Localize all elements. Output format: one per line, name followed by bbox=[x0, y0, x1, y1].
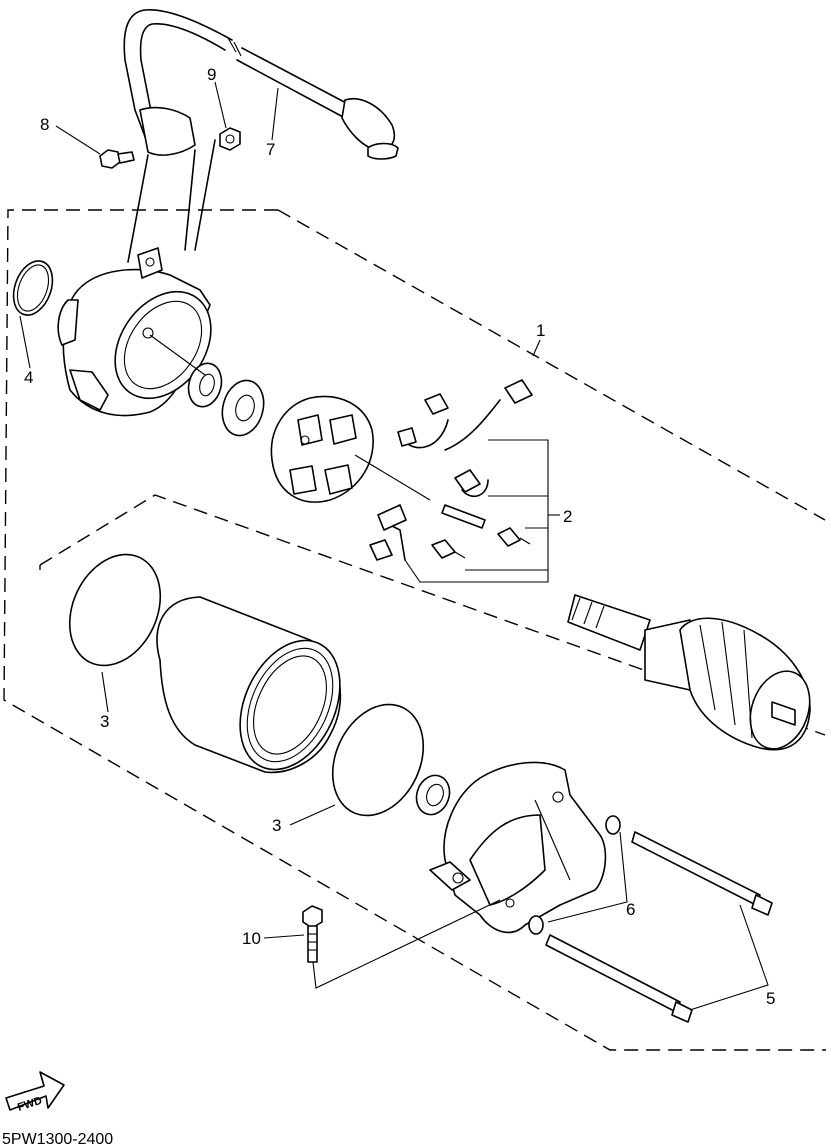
callout-4-leader bbox=[19, 315, 31, 369]
yoke bbox=[156, 596, 342, 774]
callout-5-leader bbox=[689, 904, 769, 1011]
nut-9 bbox=[219, 127, 241, 151]
callout-3a-leader bbox=[101, 671, 109, 713]
callout-7-leader bbox=[271, 87, 279, 141]
assembly-boundary bbox=[3, 209, 826, 1051]
starter-cable bbox=[123, 9, 399, 263]
callout-2-bracket bbox=[404, 439, 560, 583]
callout-1-leader bbox=[532, 339, 541, 357]
callout-5: 5 bbox=[766, 989, 775, 1008]
brush-set-2 bbox=[369, 379, 533, 561]
callout-9: 9 bbox=[207, 65, 216, 84]
through-bolts-5 bbox=[545, 831, 773, 1023]
washer-6-lower bbox=[528, 915, 544, 935]
washer-6-upper bbox=[605, 815, 621, 835]
bolt-10-install-line bbox=[312, 899, 501, 989]
o-ring-3-lower bbox=[331, 703, 425, 817]
screw-8 bbox=[99, 149, 135, 169]
callout-9-leader bbox=[214, 81, 227, 129]
o-ring-3-upper bbox=[68, 553, 162, 667]
callout-8-leader bbox=[55, 125, 101, 155]
callout-2: 2 bbox=[563, 507, 572, 526]
armature bbox=[567, 594, 811, 751]
callout-3b: 3 bbox=[272, 816, 281, 835]
callout-6: 6 bbox=[626, 900, 635, 919]
washer-left bbox=[187, 362, 223, 408]
fwd-arrow-icon: FWD bbox=[5, 1071, 65, 1114]
o-ring-4 bbox=[12, 260, 54, 316]
callout-10-leader bbox=[263, 934, 305, 939]
callout-6-leader bbox=[547, 831, 628, 923]
rear-cover bbox=[429, 761, 607, 934]
callout-1: 1 bbox=[536, 321, 545, 340]
callout-10: 10 bbox=[242, 929, 261, 948]
brush-holder-plate bbox=[270, 395, 431, 503]
callout-3a: 3 bbox=[100, 712, 109, 731]
callout-3b-leader bbox=[289, 804, 336, 826]
washer-right bbox=[221, 379, 265, 437]
callout-8: 8 bbox=[40, 115, 49, 134]
bushing bbox=[415, 774, 451, 816]
diagram-code: 5PW1300-2400 bbox=[2, 1131, 113, 1147]
bolt-10 bbox=[302, 905, 323, 963]
callout-4: 4 bbox=[24, 368, 33, 387]
yoke-boundary bbox=[39, 494, 826, 736]
callout-7: 7 bbox=[266, 140, 275, 159]
